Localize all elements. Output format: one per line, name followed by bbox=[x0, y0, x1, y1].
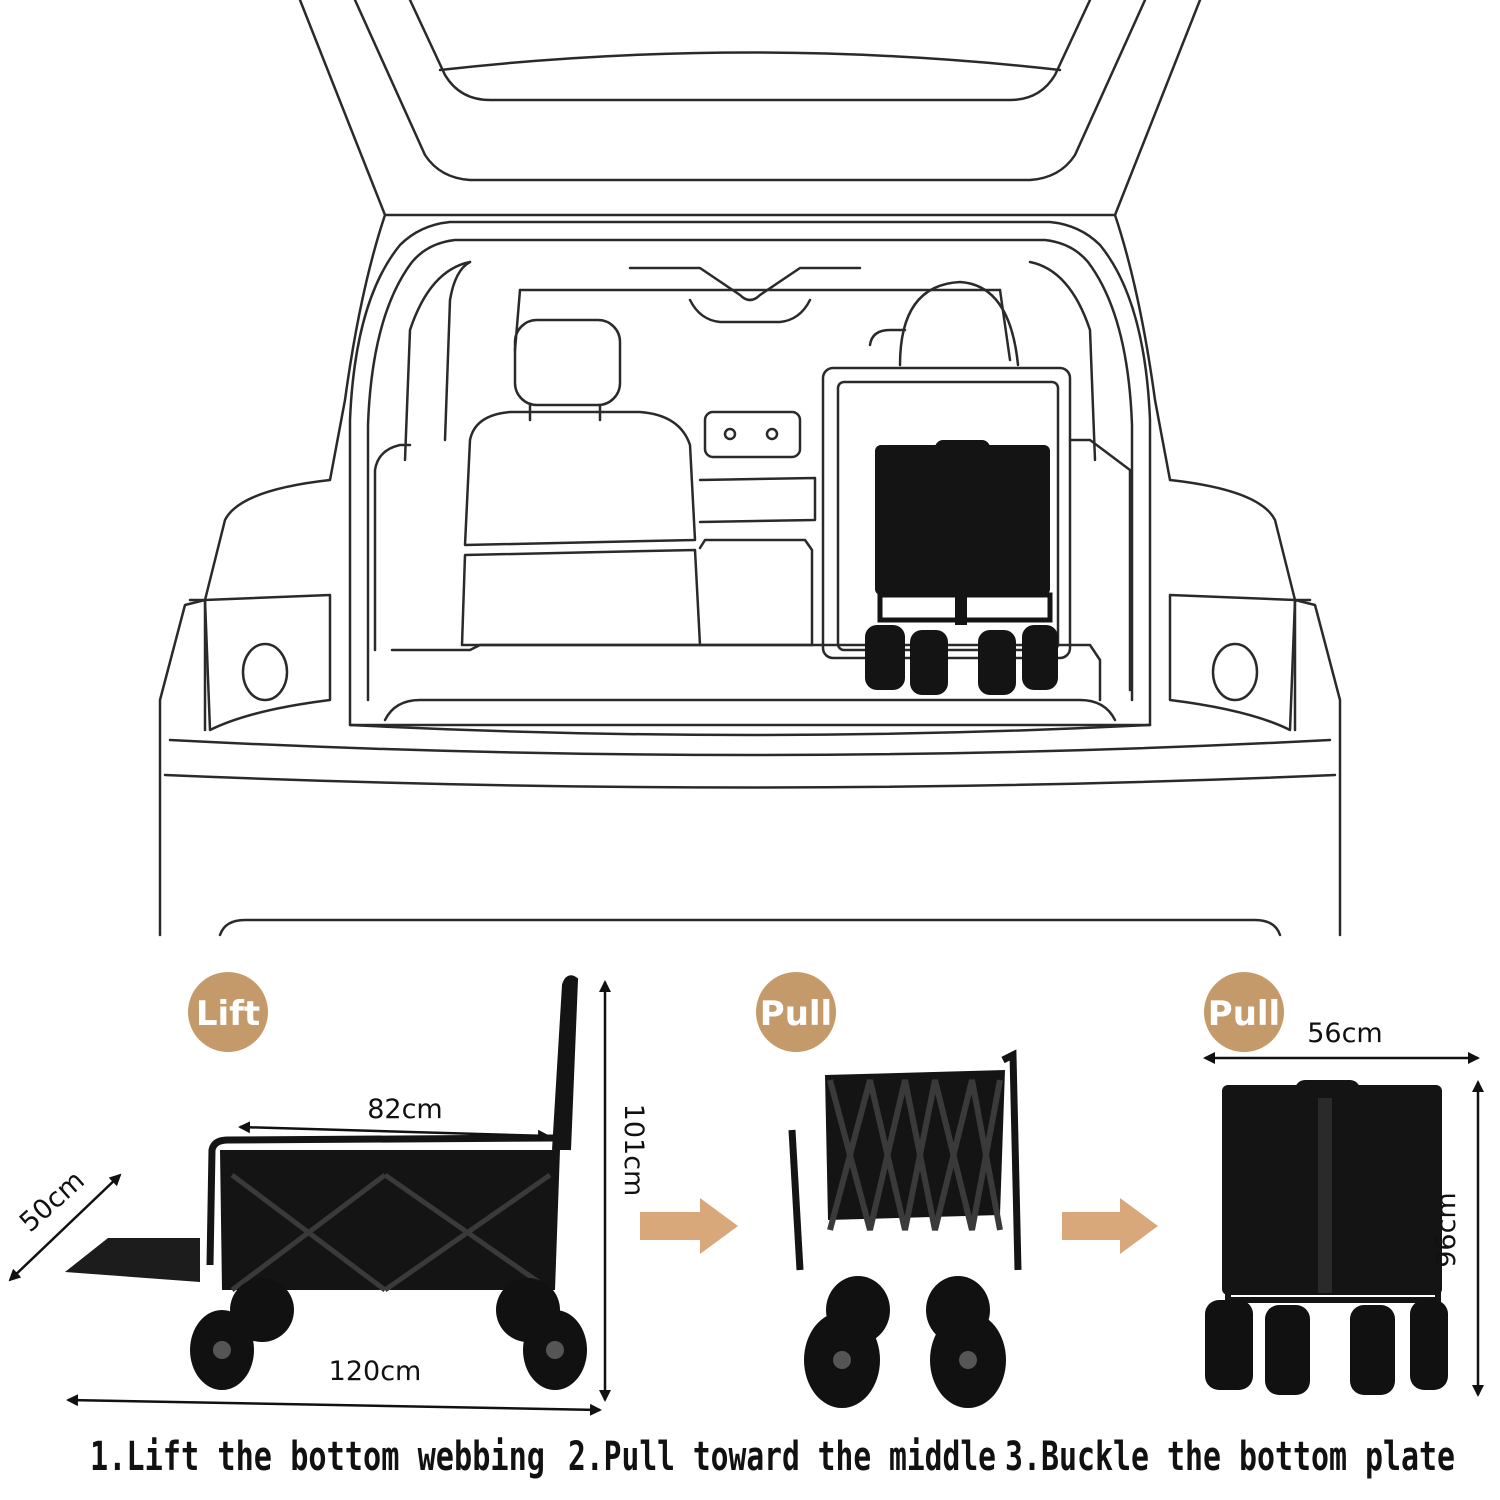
dimension-label-96: 96cm bbox=[1431, 1192, 1462, 1268]
dimension-label-120: 120cm bbox=[329, 1356, 422, 1387]
dimension-label-56: 56cm bbox=[1307, 1018, 1383, 1049]
dimension-label-101: 101cm bbox=[618, 1104, 649, 1197]
pull-badge: Pull bbox=[1204, 972, 1284, 1052]
svg-text:Lift: Lift bbox=[196, 994, 260, 1034]
lift-badge: Lift bbox=[188, 972, 268, 1052]
dimension-line-50 bbox=[8, 1173, 122, 1282]
pull-badge: Pull bbox=[756, 972, 836, 1052]
dimension-label-50: 50cm bbox=[14, 1165, 91, 1239]
dimension-line-82 bbox=[238, 1121, 550, 1142]
step-2-caption: 2.Pull toward the middle bbox=[568, 1434, 996, 1480]
closed-wagon-icon bbox=[1205, 1080, 1448, 1395]
folding-wagon-icon bbox=[788, 1049, 1022, 1408]
car-trunk-outline-icon bbox=[158, 0, 1342, 937]
right-arrow-icon bbox=[1062, 1198, 1158, 1254]
right-arrow-icon bbox=[640, 1198, 738, 1254]
svg-text:Pull: Pull bbox=[760, 994, 832, 1034]
dimension-label-82: 82cm bbox=[367, 1094, 443, 1125]
svg-text:Pull: Pull bbox=[1208, 994, 1280, 1034]
folded-wagon-in-trunk-icon bbox=[865, 440, 1058, 695]
step-1-caption: 1.Lift the bottom webbing bbox=[90, 1434, 545, 1480]
step-3-caption: 3.Buckle the bottom plate bbox=[1005, 1434, 1455, 1480]
open-wagon-icon bbox=[65, 975, 587, 1390]
dimension-line-120 bbox=[66, 1394, 602, 1416]
